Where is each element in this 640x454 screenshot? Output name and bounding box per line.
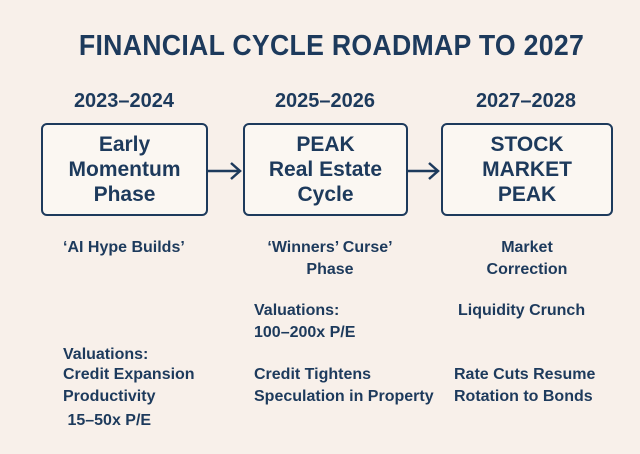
caption-line: Phase: [306, 261, 354, 278]
note-line: Productivity: [63, 388, 156, 405]
box-line: MARKET: [482, 158, 572, 181]
box-line: Cycle: [297, 183, 354, 206]
stage-3-box: STOCK MARKET PEAK: [441, 123, 613, 216]
stage-1-box: Early Momentum Phase: [41, 123, 208, 216]
stage-3-caption: Market Correction: [447, 237, 607, 281]
box-line: Momentum: [68, 158, 181, 181]
caption-line: Correction: [486, 261, 568, 278]
note-line: Credit Expansion: [63, 366, 195, 383]
stage-2-caption: ‘Winners’ Curse’ Phase: [250, 237, 410, 281]
box-line: PEAK: [497, 183, 557, 206]
arrow-right-icon: [408, 162, 440, 180]
note-line: Credit Tightens: [254, 366, 372, 383]
stage-2-notes: Credit Tightens Speculation in Property: [254, 364, 434, 408]
caption-line: ‘AI Hype Builds’: [63, 239, 185, 256]
valuation-line: 100–200x P/E: [254, 324, 356, 341]
note-line: Rate Cuts Resume: [454, 366, 596, 383]
note-line: Rotation to Bonds: [454, 388, 593, 405]
stage-1-years: 2023–2024: [73, 90, 175, 112]
stage-2-box: PEAK Real Estate Cycle: [243, 123, 408, 216]
note-line: Speculation in Property: [254, 388, 434, 405]
caption-line: ‘Winners’ Curse’: [267, 239, 393, 256]
arrow-right-icon: [208, 162, 242, 180]
valuation-line: Valuations:: [254, 302, 340, 319]
stage-1-valuation: Valuations: 15–50x P/E: [63, 300, 151, 454]
valuation-line: Liquidity Crunch: [458, 302, 586, 319]
stage-3-valuation: Liquidity Crunch: [458, 300, 585, 322]
stage-3-notes: Rate Cuts Resume Rotation to Bonds: [454, 364, 595, 408]
caption-line: Market: [501, 239, 553, 256]
valuation-line: Valuations:: [63, 346, 149, 363]
stage-1-caption: ‘AI Hype Builds’: [63, 237, 185, 259]
diagram-title: FINANCIAL CYCLE ROADMAP TO 2027: [78, 30, 585, 62]
stage-1-notes: Credit Expansion Productivity: [63, 364, 195, 408]
stage-3-years: 2027–2028: [475, 90, 577, 112]
stage-2-years: 2025–2026: [274, 90, 376, 112]
box-line: STOCK: [490, 133, 564, 156]
box-line: Real Estate: [268, 158, 383, 181]
box-line: Phase: [93, 183, 156, 206]
box-line: Early: [98, 133, 151, 156]
valuation-line: 15–50x P/E: [63, 412, 152, 429]
box-line: PEAK: [296, 133, 355, 156]
stage-2-valuation: Valuations: 100–200x P/E: [254, 300, 355, 344]
